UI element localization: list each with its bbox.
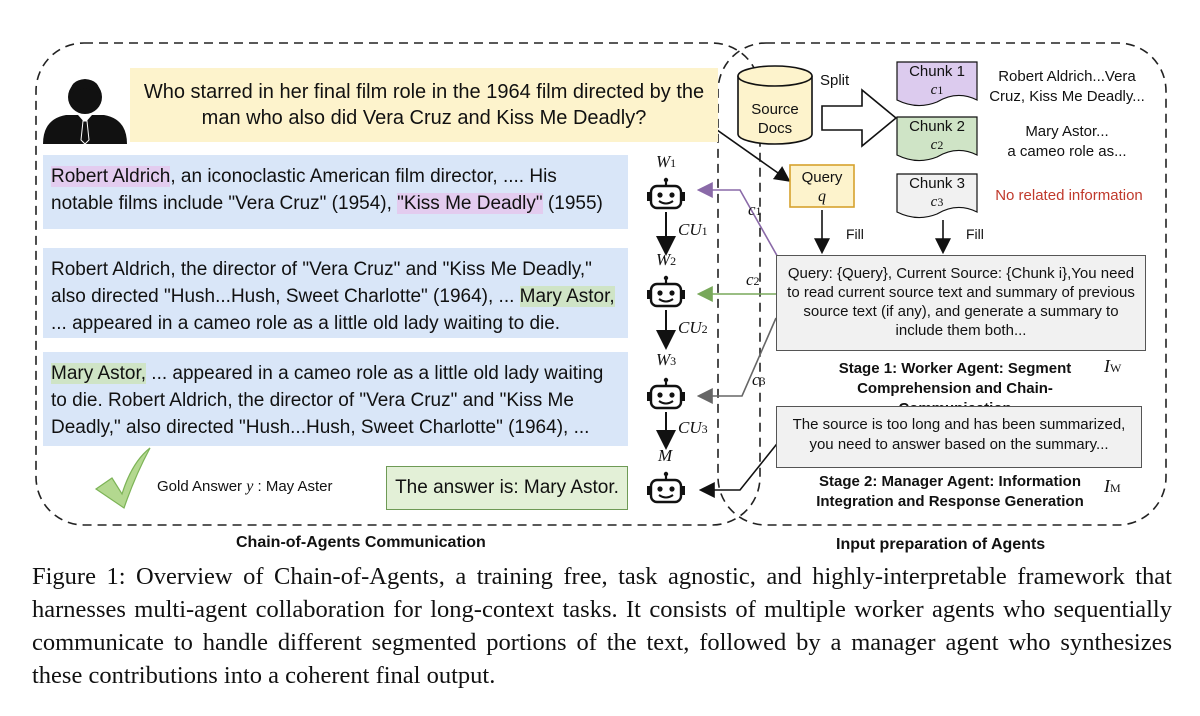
label-w3: W3 [656, 350, 677, 369]
c1-arrow [696, 182, 785, 269]
label-c1: c1 [748, 200, 762, 219]
segment-3: Mary Astor, ... appeared in a cameo role… [43, 352, 628, 446]
chunk-2-doc [896, 116, 978, 162]
segment-1-hl1: Robert Aldrich [51, 166, 171, 187]
chunk-3-text: No related information [995, 187, 1143, 204]
segment-2-t2: ... appeared in a cameo role as a little… [51, 313, 561, 334]
segment-3-hl: Mary Astor, [51, 363, 147, 384]
label-c3: c3 [752, 370, 766, 389]
gold-answer-var: y [246, 478, 254, 495]
manager-prompt-arrow [698, 439, 781, 498]
manager-prompt-text: The source is too long and has been summ… [792, 416, 1126, 453]
split-label: Split [820, 72, 850, 89]
split-arrow [821, 88, 898, 148]
stage-2-var: IM [1104, 476, 1121, 496]
gold-answer: Gold Answer y : May Aster [157, 478, 333, 496]
segment-2-t1: Robert Aldrich, the director of "Vera Cr… [51, 259, 592, 307]
segment-1-t1: , an iconoclastic American film director… [51, 166, 557, 214]
right-panel-frame [717, 42, 1167, 526]
worker-prompt-box: Query: {Query}, Current Source: {Chunk i… [776, 255, 1146, 351]
query-box [789, 164, 855, 208]
answer-box: The answer is: Mary Astor. [386, 466, 628, 510]
label-cu2: CU2 [678, 318, 708, 337]
answer-text: The answer is: Mary Astor. [395, 477, 619, 498]
chunk-1-doc [896, 61, 978, 107]
worker-prompt-text: Query: {Query}, Current Source: {Chunk i… [787, 265, 1135, 339]
fill-label-1: Fill [846, 226, 864, 242]
manager-prompt-box: The source is too long and has been summ… [776, 406, 1142, 468]
left-panel-title: Chain-of-Agents Communication [236, 534, 486, 551]
segment-2-hl: Mary Astor, [519, 286, 615, 307]
robot-icon-w3 [647, 377, 685, 410]
question-box: Who starred in her final film role in th… [130, 68, 718, 142]
source-docs-cylinder [737, 65, 813, 145]
chunk-2-text: Mary Astor...a cameo role as... [1007, 123, 1127, 160]
left-panel-frame [35, 42, 761, 526]
segment-1: Robert Aldrich, an iconoclastic American… [43, 155, 628, 229]
check-mark-icon [94, 447, 151, 509]
label-cu3: CU3 [678, 418, 708, 437]
label-cu1: CU1 [678, 220, 708, 239]
robot-icon-w2 [647, 275, 685, 308]
stage-1-var: IW [1104, 356, 1122, 376]
c3-arrow [696, 317, 777, 404]
fill-label-2: Fill [966, 226, 984, 242]
gold-answer-prefix: Gold Answer [157, 478, 247, 495]
robot-icon-w1 [647, 177, 685, 210]
robot-icon-manager [647, 471, 685, 504]
segment-3-t1: ... appeared in a cameo role as a little… [51, 363, 604, 438]
question-to-query-arrow [709, 124, 791, 182]
segment-1-t2: (1955) [542, 193, 603, 214]
right-panel-title: Input preparation of Agents [836, 536, 1046, 553]
chunk-3-doc [896, 173, 978, 219]
label-w2: W2 [656, 250, 677, 269]
question-text: Who starred in her final film role in th… [143, 81, 705, 129]
label-w1: W1 [656, 152, 677, 171]
gold-answer-suffix: : May Aster [253, 478, 333, 495]
segment-2: Robert Aldrich, the director of "Vera Cr… [43, 248, 628, 338]
figure-caption: Figure 1: Overview of Chain-of-Agents, a… [32, 563, 1172, 689]
label-m: M [658, 446, 673, 465]
user-icon [43, 79, 127, 145]
segment-1-hl2: "Kiss Me Deadly" [397, 193, 543, 214]
label-c2: c2 [746, 270, 760, 289]
